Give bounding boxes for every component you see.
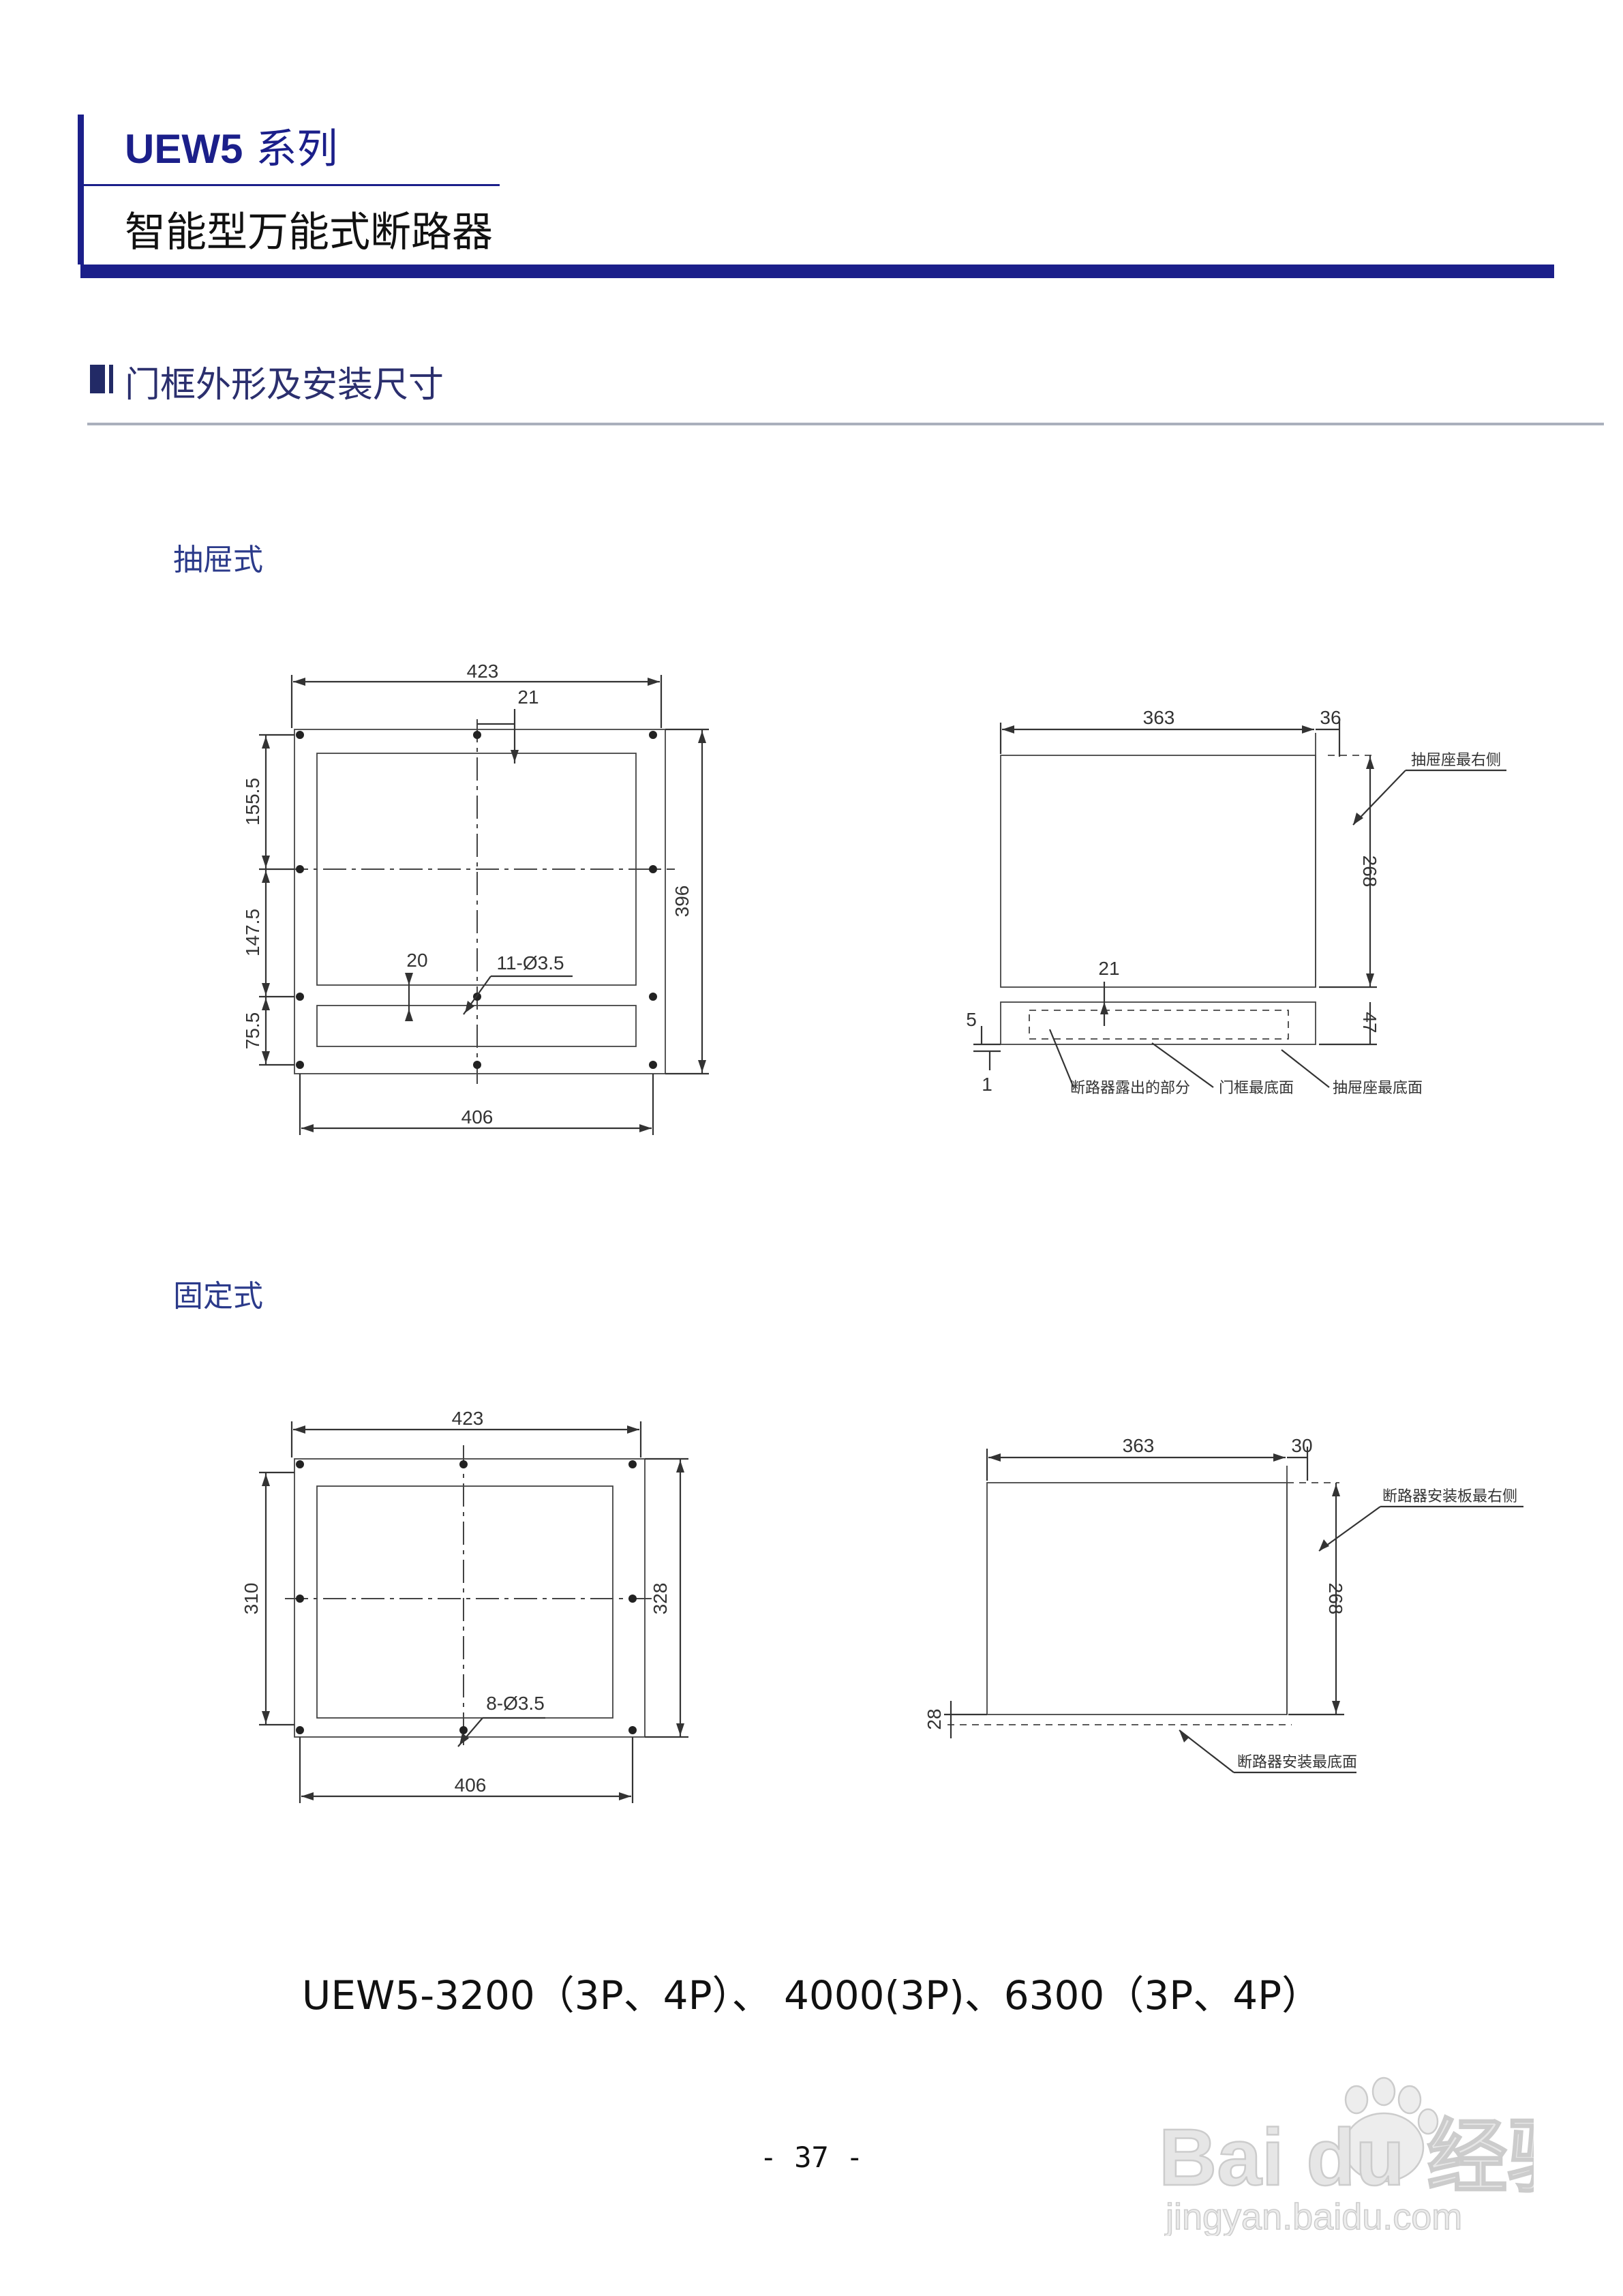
dim-side-height: 268: [1325, 1583, 1346, 1615]
mount-hole: [649, 993, 657, 1001]
watermark-brand: Bai du 经验: [1159, 2113, 1534, 2203]
mount-hole: [473, 1061, 481, 1069]
dim-offset-top: 21: [517, 686, 539, 708]
exposed-part-outline: [1029, 1010, 1289, 1040]
section-rule: [87, 423, 1604, 425]
door-frame-outline: [294, 729, 666, 1074]
dim-height-top: 155.5: [242, 778, 263, 826]
note-mount-plate-right: 断路器安装板最右侧: [1382, 1487, 1517, 1505]
dim-top-width: 423: [467, 661, 499, 682]
note-exposed-part: 断路器露出的部分: [1070, 1079, 1190, 1096]
note-mount-bottom: 断路器安装最底面: [1237, 1753, 1357, 1770]
dim-top-width: 423: [452, 1408, 484, 1429]
dim-total-height: 396: [671, 886, 693, 918]
header-divider: [84, 184, 500, 186]
dim-side-bottom-offset: 28: [924, 1708, 945, 1729]
window-cutout: [316, 1485, 613, 1719]
mount-hole: [649, 731, 657, 739]
mount-hole: [296, 993, 304, 1001]
header-rule: [80, 265, 1554, 278]
breaker-body: [1000, 755, 1316, 988]
dim-side-offset-21: 21: [1098, 958, 1119, 979]
dim-total-height: 328: [650, 1583, 671, 1615]
drawer-base: [1000, 1001, 1316, 1045]
dim-bottom-width: 406: [461, 1106, 494, 1128]
note-door-bottom: 门框最底面: [1219, 1079, 1294, 1096]
dim-side-offset-5: 5: [966, 1009, 977, 1030]
dim-side-depth: 363: [1143, 707, 1175, 728]
dim-side-bottom-height: 47: [1359, 1012, 1380, 1033]
product-title: 智能型万能式断路器: [125, 209, 493, 256]
section-marker-icon: [109, 365, 113, 393]
mount-hole: [296, 865, 304, 873]
dim-side-offset-right: 36: [1320, 707, 1341, 728]
series-title: UEW5 系列: [125, 116, 337, 175]
section-title: 门框外形及安装尺寸: [125, 365, 444, 406]
mount-hole: [296, 731, 304, 739]
page-number: - 37 -: [759, 2141, 864, 2174]
drawer-type-label: 抽屉式: [173, 543, 263, 577]
dim-holes-count: 8-Ø3.5: [486, 1693, 545, 1714]
fixed-front-drawing: 423 310 328 8-Ø3.5 406: [241, 1408, 688, 1803]
dim-holes-count: 11-Ø3.5: [496, 952, 564, 973]
drawer-front-drawing: 423 21 155.5 147.5 75.5 396 20: [242, 661, 709, 1135]
fixed-side-drawing: 363 30 268 断路器安装板最右侧 28 断路器安装最底面: [924, 1435, 1523, 1774]
mount-hole: [473, 731, 481, 739]
series-suffix: 系列: [256, 125, 338, 173]
dim-side-offset-1: 1: [982, 1074, 992, 1095]
dim-side-offset-right: 30: [1291, 1435, 1312, 1456]
dim-side-depth: 363: [1123, 1435, 1155, 1456]
dim-height-bottom: 75.5: [242, 1012, 263, 1050]
note-drawer-bottom: 抽屉座最底面: [1333, 1079, 1423, 1096]
series-model: UEW5: [125, 126, 243, 172]
mount-hole: [649, 1061, 657, 1069]
dim-height-mid: 147.5: [242, 909, 263, 956]
watermark-url: jingyan.baidu.com: [1164, 2196, 1462, 2236]
model-line: UEW5-3200（3P、4P）、 4000(3P)、6300（3P、4P）: [301, 1972, 1322, 2019]
dim-side-height: 268: [1359, 856, 1380, 888]
dim-bottom-width: 406: [455, 1774, 487, 1796]
baidu-watermark-logo: Bai du 经验 jingyan.baidu.com: [1158, 2076, 1534, 2236]
note-drawer-right: 抽屉座最右侧: [1411, 751, 1501, 768]
mount-hole: [649, 865, 657, 873]
fixed-type-label: 固定式: [173, 1279, 263, 1314]
drawer-side-drawing: 363 36 268 47 抽屉座最右侧 21 5 1 断路器露: [966, 707, 1506, 1096]
dim-inner-height: 310: [241, 1583, 262, 1615]
breaker-body: [986, 1482, 1288, 1715]
section-marker-icon: [90, 365, 105, 393]
mount-hole: [296, 1061, 304, 1069]
dim-offset-20: 20: [406, 950, 427, 971]
header-accent-bar: [78, 115, 84, 265]
